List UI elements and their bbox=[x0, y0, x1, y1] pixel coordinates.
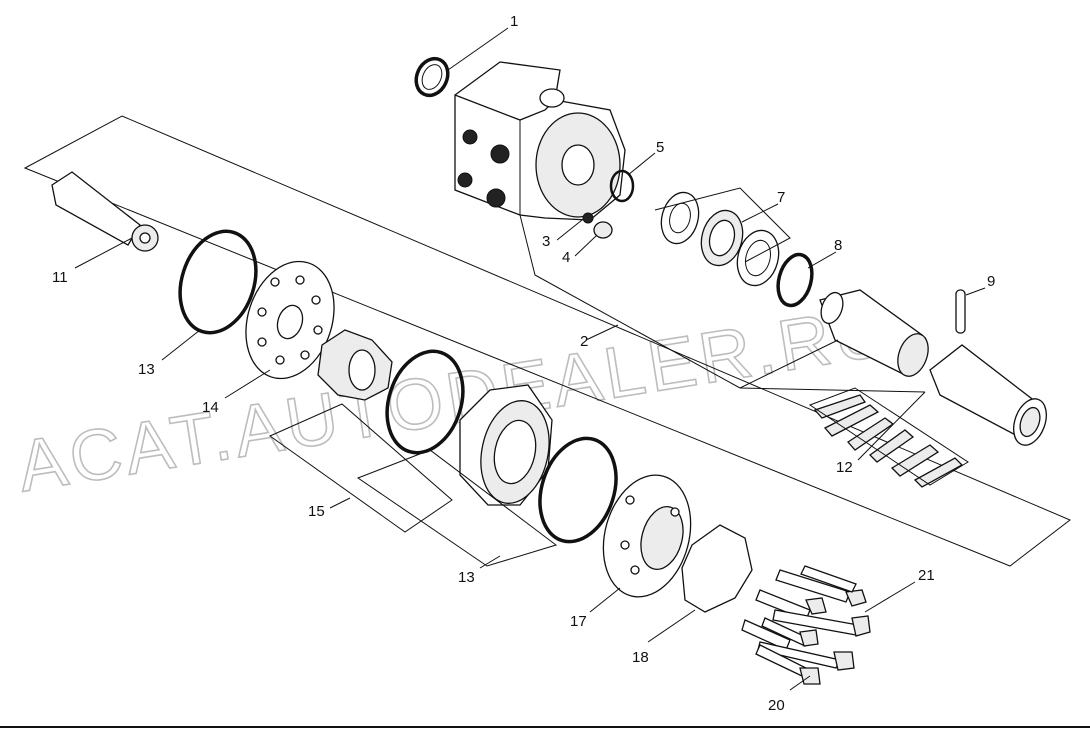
drive-shaft-11 bbox=[51, 171, 159, 252]
gerotor-ring bbox=[459, 384, 553, 506]
o-ring-5 bbox=[609, 169, 635, 203]
label-part-17: 17 bbox=[570, 613, 587, 630]
label-part-20: 20 bbox=[768, 697, 785, 714]
label-part-5: 5 bbox=[656, 139, 664, 156]
plug-4 bbox=[593, 221, 613, 239]
label-part-2: 2 bbox=[580, 333, 588, 350]
label-part-8: 8 bbox=[834, 237, 842, 254]
o-ring-13-left bbox=[178, 229, 258, 335]
spool bbox=[819, 289, 929, 377]
label-part-7: 7 bbox=[777, 189, 785, 206]
valve-housing bbox=[454, 61, 626, 221]
thrust-bearing-7 bbox=[660, 191, 780, 287]
o-ring-13-middle bbox=[385, 349, 465, 455]
o-ring-13-right bbox=[538, 436, 618, 544]
leader-lines bbox=[74, 27, 986, 691]
watermark-text: ACAT.AUTODEALER.RU bbox=[12, 290, 895, 507]
bracket-13 bbox=[356, 449, 558, 567]
label-part-12: 12 bbox=[836, 459, 853, 476]
label-part-13-left: 13 bbox=[138, 361, 155, 378]
seal-ring-1 bbox=[414, 56, 450, 98]
label-part-21: 21 bbox=[918, 567, 935, 584]
distributor-plate bbox=[245, 260, 335, 380]
sleeve bbox=[929, 344, 1047, 446]
label-part-18: 18 bbox=[632, 649, 649, 666]
end-cap-17 bbox=[602, 474, 692, 598]
label-part-11: 11 bbox=[52, 269, 68, 286]
pin-9 bbox=[955, 289, 966, 334]
label-part-13-bottom: 13 bbox=[458, 569, 475, 586]
label-part-4: 4 bbox=[562, 249, 570, 266]
check-ball-3 bbox=[582, 212, 594, 224]
label-part-3: 3 bbox=[542, 233, 550, 250]
bolts-20-21 bbox=[741, 565, 871, 685]
label-part-1: 1 bbox=[510, 13, 518, 30]
label-part-15: 15 bbox=[308, 503, 325, 520]
label-part-9: 9 bbox=[987, 273, 995, 290]
ring-8 bbox=[776, 252, 814, 308]
label-part-14: 14 bbox=[202, 399, 219, 416]
assembly-bracket-outline bbox=[23, 115, 1071, 567]
star-rotor-14 bbox=[317, 329, 393, 401]
gasket-18 bbox=[681, 524, 753, 613]
bracket-15 bbox=[268, 403, 453, 533]
